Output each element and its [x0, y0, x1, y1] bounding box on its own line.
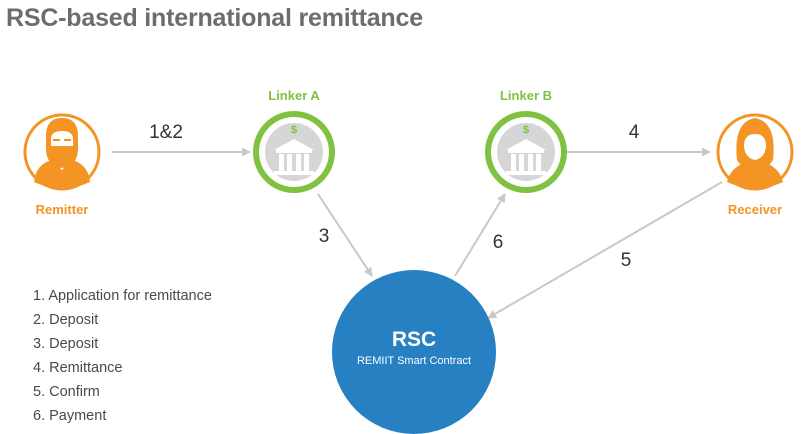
woman-avatar-icon [727, 118, 783, 189]
step-label-3: 3 [319, 226, 330, 247]
linker-a-label: Linker A [268, 88, 320, 103]
arrow-step-5 [487, 181, 723, 319]
receiver-label: Receiver [728, 202, 782, 217]
remitter-node: Remitter [23, 113, 101, 217]
legend-item: 3. Deposit [33, 336, 99, 352]
step-label-4: 4 [629, 122, 640, 143]
bank-dollar-symbol: $ [523, 124, 529, 136]
page-title: RSC-based international remittance [6, 4, 423, 32]
legend-item: 2. Deposit [33, 312, 99, 328]
remitter-label: Remitter [36, 202, 89, 217]
linker-a-node: Linker A $ [253, 88, 335, 193]
step-legend: 1. Application for remittance 2. Deposit… [33, 284, 212, 428]
step-label-6: 6 [493, 232, 504, 253]
rsc-node: RSC REMIIT Smart Contract [332, 270, 496, 434]
linker-b-label: Linker B [500, 88, 552, 103]
rsc-title: RSC [392, 328, 436, 351]
legend-item: 1. Application for remittance [33, 288, 212, 304]
arrow-step-3 [317, 193, 373, 277]
receiver-node: Receiver [716, 113, 794, 217]
arrow-step-6 [454, 193, 506, 277]
linker-b-node: Linker B $ [485, 88, 567, 193]
legend-item: 6. Payment [33, 408, 107, 424]
step-label-5: 5 [621, 250, 632, 271]
rsc-subtitle: REMIIT Smart Contract [357, 355, 471, 367]
legend-item: 5. Confirm [33, 384, 100, 400]
man-avatar-icon [34, 118, 90, 189]
legend-item: 4. Remittance [33, 360, 123, 376]
step-label-1-2: 1&2 [149, 122, 183, 143]
bank-dollar-symbol: $ [291, 124, 297, 136]
